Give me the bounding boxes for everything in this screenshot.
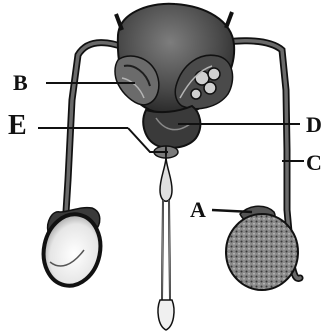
right-testis xyxy=(226,214,298,290)
prostate-gland xyxy=(143,106,200,148)
label-c: C xyxy=(306,152,322,174)
label-b: B xyxy=(13,72,28,94)
label-d: D xyxy=(306,114,322,136)
label-e: E xyxy=(8,112,27,140)
label-a: A xyxy=(190,199,206,221)
glans xyxy=(158,300,174,330)
